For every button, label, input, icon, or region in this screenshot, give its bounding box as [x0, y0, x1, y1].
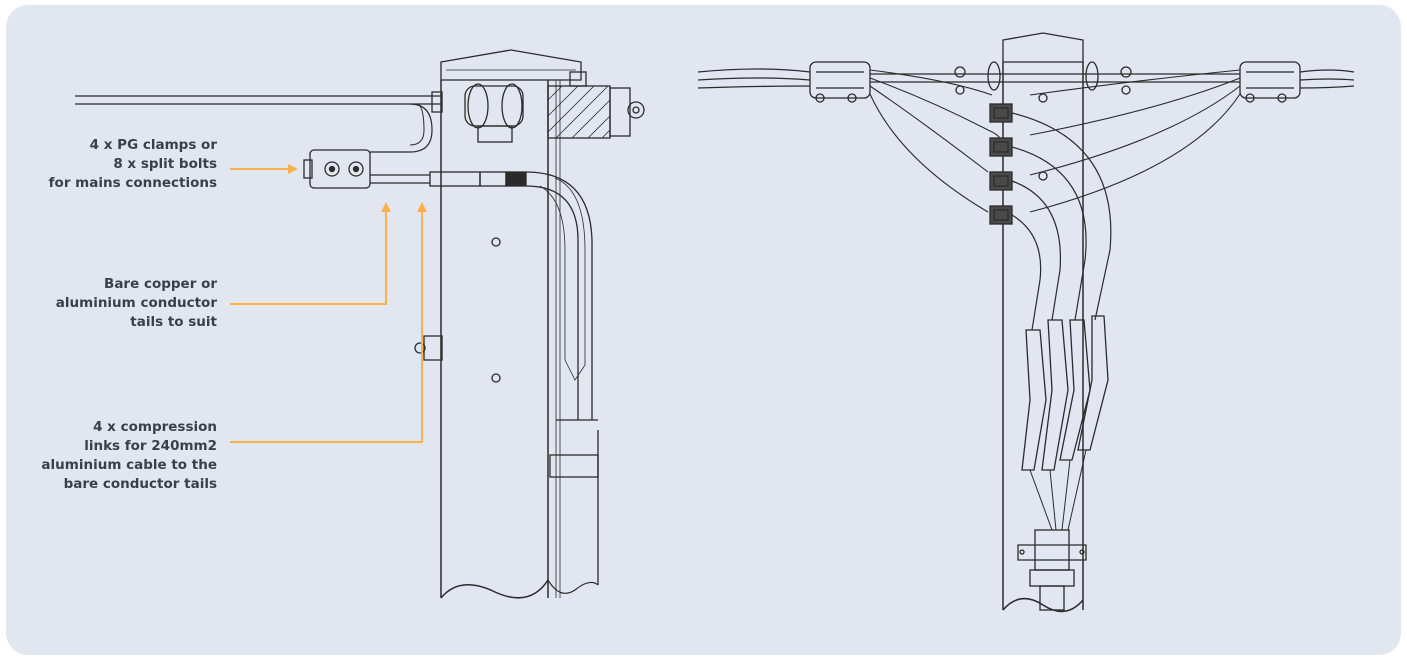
pole-cap: [1002, 32, 1084, 63]
bolt: [431, 91, 443, 113]
cable-cleat: [549, 454, 599, 478]
cable-joints: [1021, 315, 1109, 531]
crossarm-block: [547, 71, 645, 139]
main-cable: [1017, 529, 1087, 611]
side-bolt: [414, 335, 443, 361]
diagram-panel: [6, 5, 1401, 655]
callout-bare-conductor-tails: Bare copper or aluminium conductor tails…: [55, 276, 217, 330]
callout-compression-links: 4 x compression links for 240mm2 alumini…: [41, 419, 217, 492]
aluminium-cable: [525, 171, 593, 420]
pole-body: [440, 80, 549, 598]
strain-clamp-right: [1239, 61, 1301, 103]
strain-clamp-left: [809, 61, 871, 103]
pg-clamp: [303, 149, 371, 189]
pole-hole: [491, 237, 501, 247]
compression-link: [429, 171, 481, 187]
side-view-pole-termination: [75, 49, 645, 599]
compression-connectors: [989, 103, 1013, 225]
pole-hole: [491, 373, 501, 383]
leader-bare-conductor: [230, 202, 391, 305]
pole-break: [440, 579, 549, 599]
pole-cap: [440, 49, 582, 81]
insulator-pulley: [464, 83, 524, 143]
leader-compression-links: [230, 202, 427, 443]
overhead-conductors: [697, 68, 1355, 89]
shackles: [954, 61, 1132, 95]
front-view-pole-termination: [697, 32, 1355, 613]
callout-leaders: [230, 164, 427, 443]
aluminium-cables: [1011, 112, 1112, 331]
callout-pg-clamps: 4 x PG clamps or 8 x split bolts for mai…: [48, 137, 217, 191]
tail-cables: [869, 69, 1241, 213]
